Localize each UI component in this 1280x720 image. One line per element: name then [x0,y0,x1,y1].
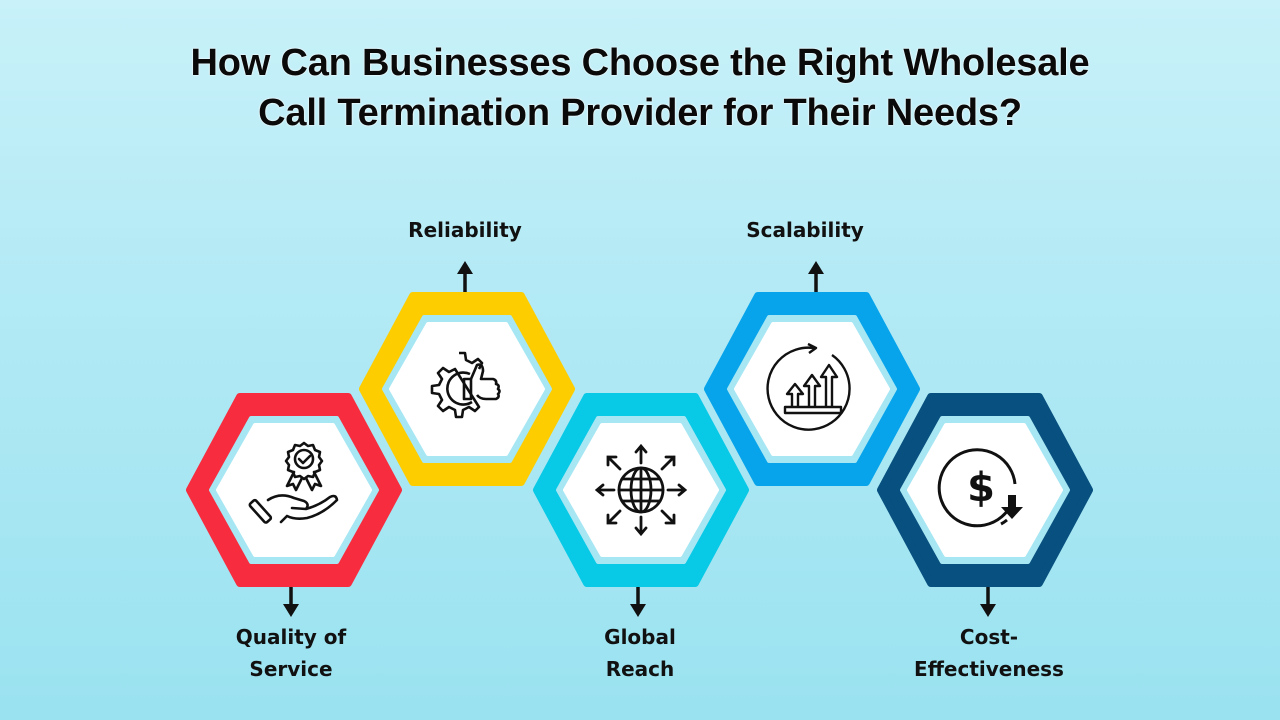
arrow-down-cost [980,583,996,617]
label-line: Service [249,657,333,681]
award-hand-icon [248,441,339,524]
arrow-up-reliability [457,261,473,296]
hexagon-quality-of-service [186,393,402,587]
hexagon-scalability [704,292,920,486]
label-line: Effectiveness [914,657,1064,681]
arrow-down-quality [283,583,299,617]
label-line: Global [604,625,676,649]
label-cost-effectiveness: Cost- Effectiveness [879,621,1099,685]
label-line: Cost- [959,625,1019,649]
label-global-reach: Global Reach [530,621,750,685]
gear-thumbs-up-icon [430,351,501,419]
label-scalability: Scalability [695,214,915,246]
arrow-up-scalability [808,261,824,296]
page-title: How Can Businesses Choose the Right Whol… [0,38,1280,138]
arrow-down-global [630,583,646,617]
svg-text:$: $ [967,465,995,511]
title-line-1: How Can Businesses Choose the Right Whol… [190,42,1090,84]
label-reliability: Reliability [355,214,575,246]
hexagon-global-reach [533,393,749,587]
growth-arrows-icon [766,342,851,431]
hexagon-cost-effectiveness: $ [877,393,1093,587]
globe-arrows-icon [594,443,688,537]
title-line-2: Call Termination Provider for Their Need… [258,92,1022,134]
dollar-down-icon: $ [937,448,1023,528]
hexagon-reliability [359,292,575,486]
label-line: Reliability [408,218,522,242]
label-line: Quality of [235,625,347,649]
label-line: Reach [605,657,675,681]
label-line: Scalability [746,218,864,242]
label-quality-of-service: Quality of Service [181,621,401,685]
